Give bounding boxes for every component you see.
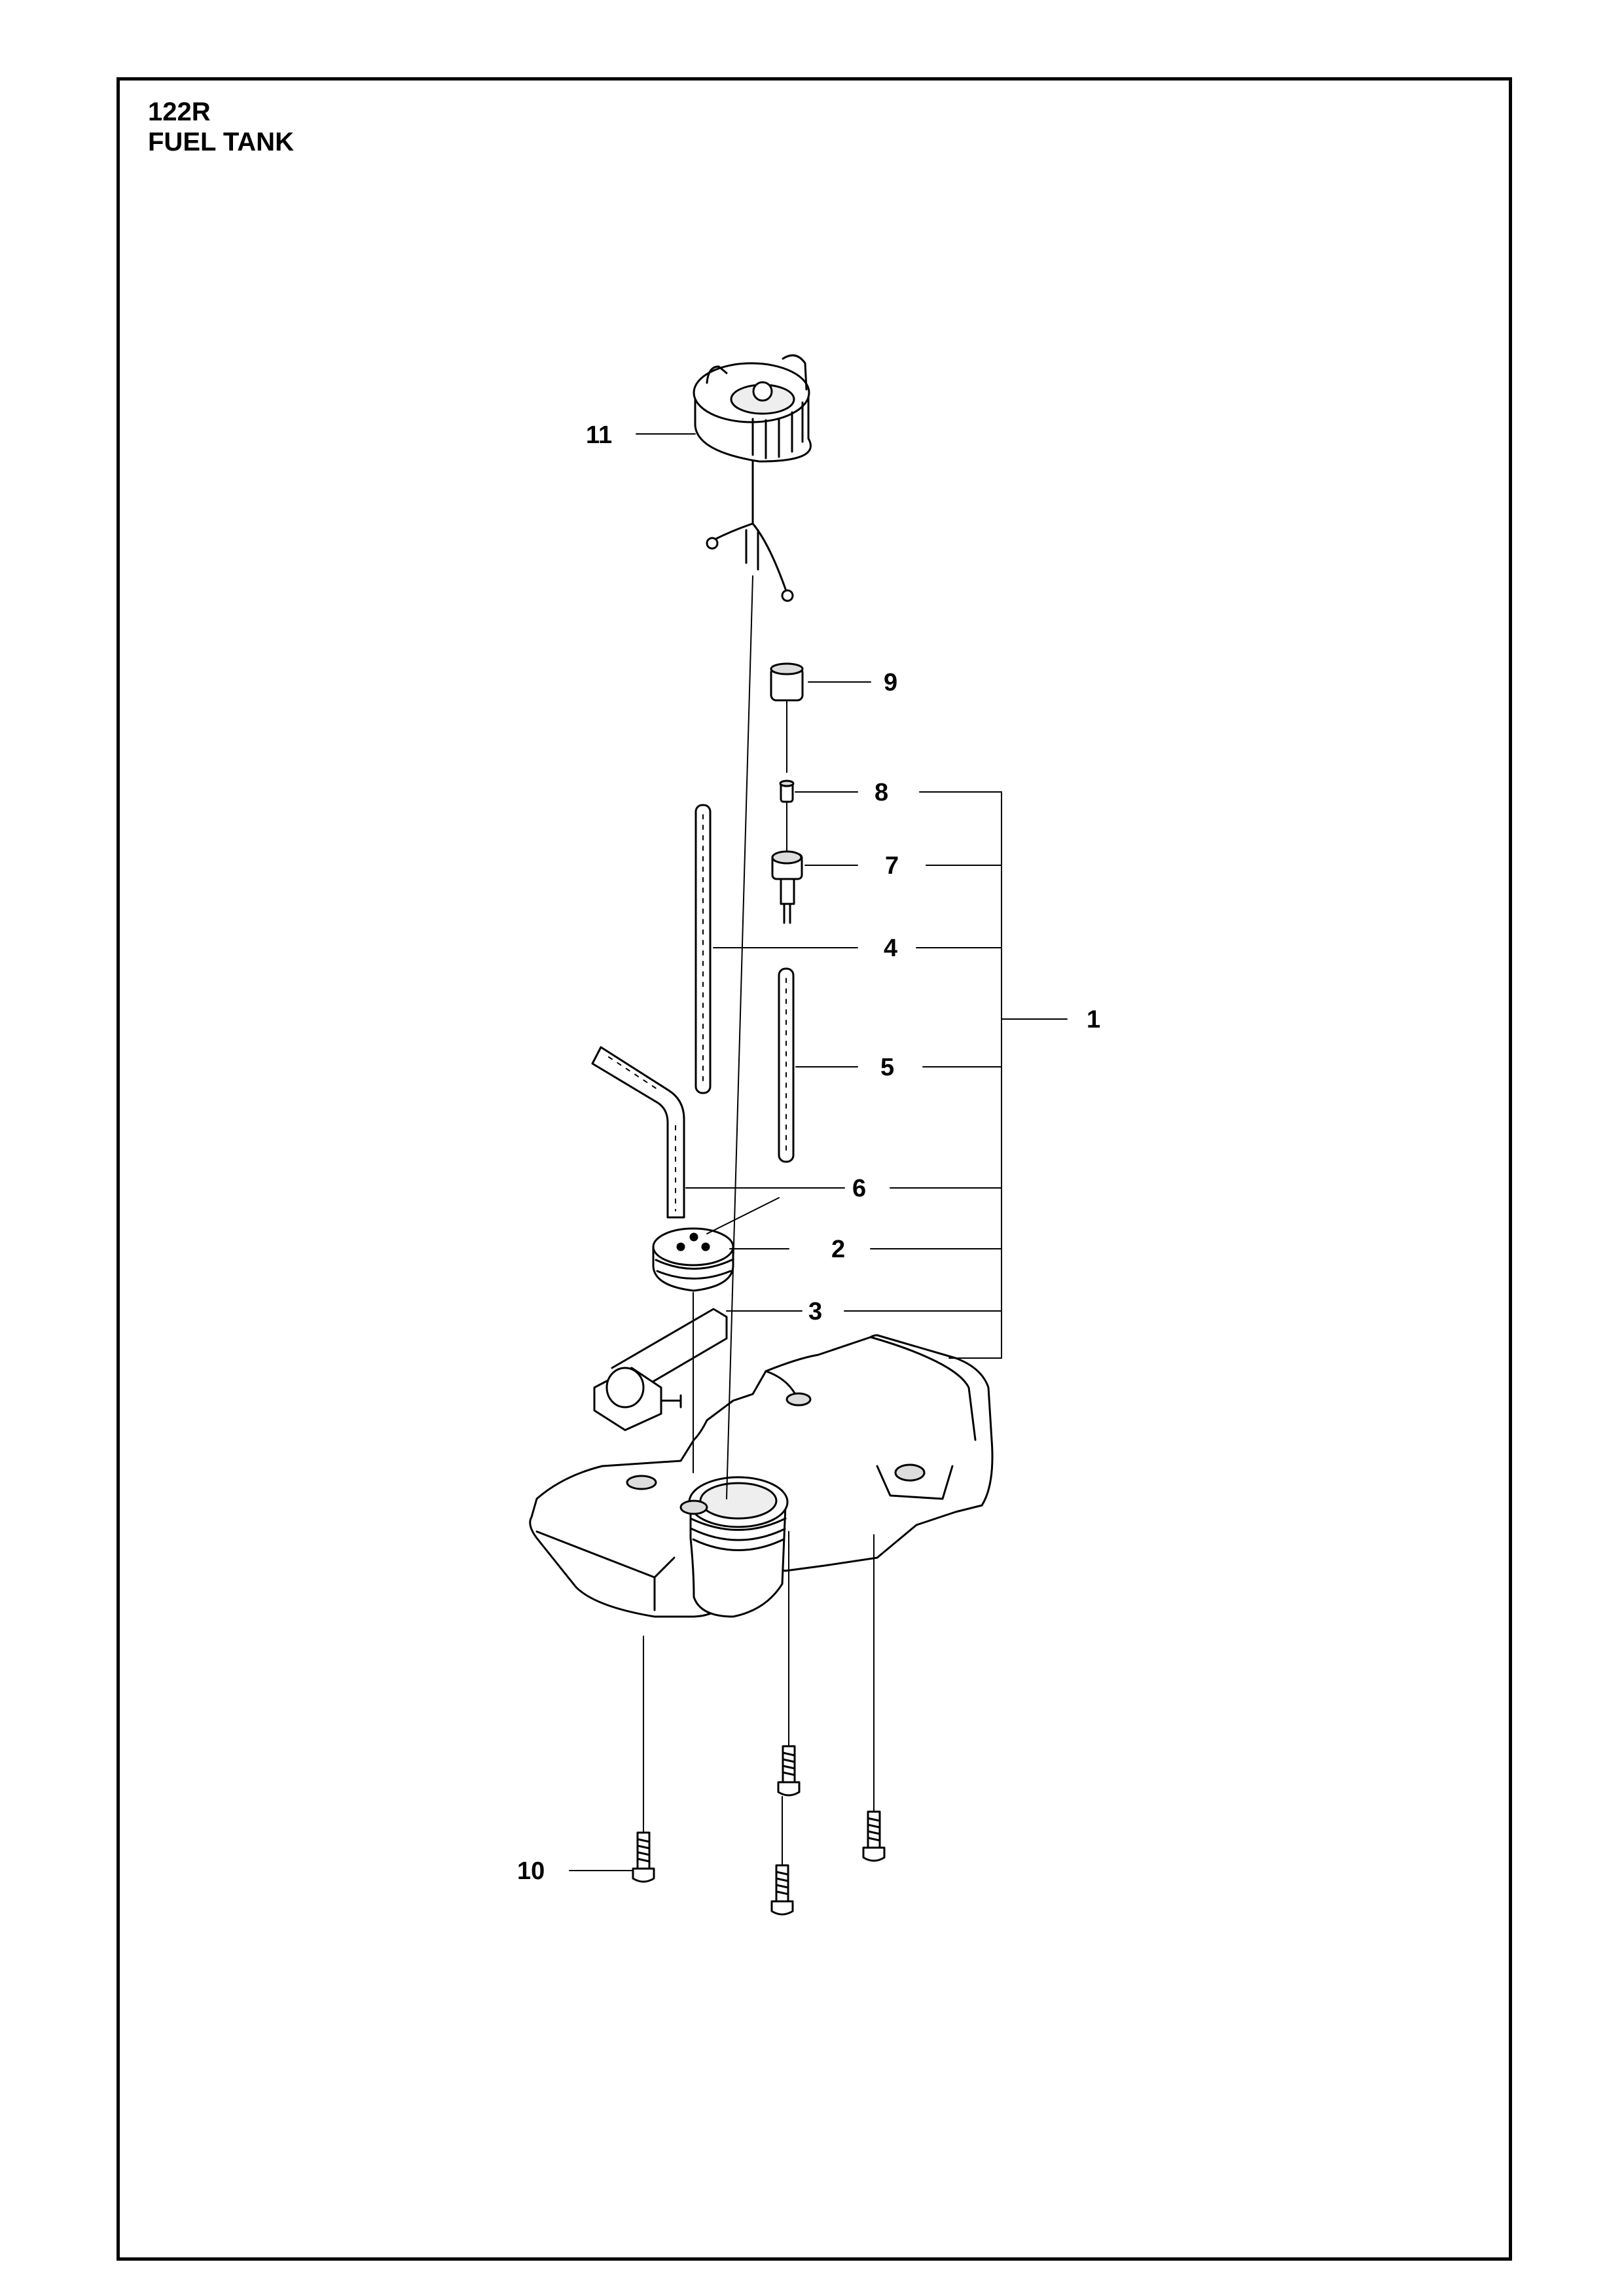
part-6-hose-bent [591,1046,685,1219]
page-frame [117,77,1512,2261]
page-title: 122R FUEL TANK [148,97,294,157]
part-2-grommet [652,1227,734,1292]
callout-10: 10 [517,1857,545,1885]
part-8-fitting [779,780,795,852]
callout-5: 5 [880,1054,894,1081]
fuel-tank-body [529,1334,994,1618]
part-11-fuel-cap [693,354,812,602]
part-7-valve [771,850,803,924]
section-label: FUEL TANK [148,128,294,156]
model-label: 122R [148,98,211,126]
callout-3: 3 [808,1298,822,1325]
assembly-lines [643,575,875,1866]
callout-7: 7 [885,852,899,880]
part-5-hose-short [778,967,795,1163]
leader-lines [569,433,1068,1871]
callout-11: 11 [586,422,612,449]
callout-labels: 11 9 8 7 4 1 5 6 2 3 10 [517,422,1100,1885]
callout-4: 4 [884,935,897,962]
callout-9: 9 [884,669,897,696]
callout-8: 8 [875,779,888,806]
part-10-screws [632,1745,886,1916]
callout-6: 6 [852,1175,866,1202]
callout-2: 2 [831,1236,845,1263]
callout-1: 1 [1087,1006,1100,1033]
part-9-filter [770,662,804,773]
part-4-hose-long [695,804,712,1094]
part-3-pickup [593,1308,728,1431]
